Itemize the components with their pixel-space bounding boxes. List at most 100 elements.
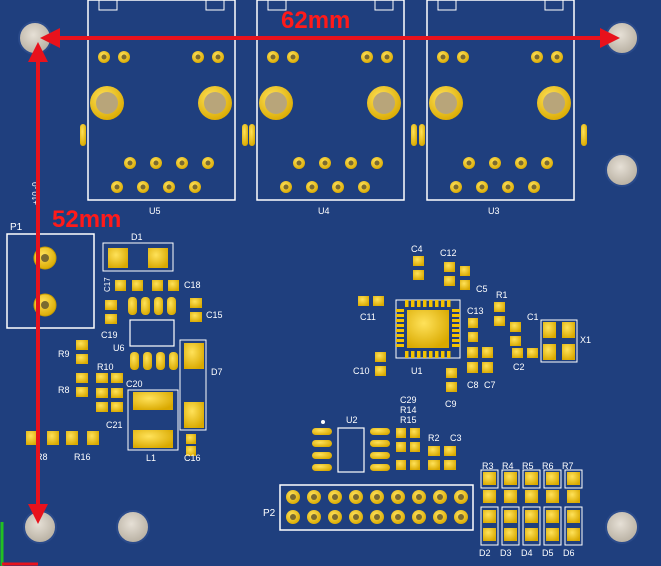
- rj-drill: [544, 160, 550, 166]
- rj-drill: [121, 54, 127, 60]
- u2-pin: [370, 428, 390, 435]
- u2-pin1-mark: [321, 420, 325, 424]
- p1-drill: [41, 254, 49, 262]
- rj-drill: [192, 184, 198, 190]
- p1-drill: [41, 301, 49, 309]
- u2-pin: [370, 464, 390, 471]
- smd-pad: [446, 368, 457, 378]
- resistor-outline: [522, 469, 541, 489]
- smd-pad: [132, 280, 143, 291]
- u1-pad: [435, 300, 439, 307]
- u6-label: U6: [113, 343, 125, 353]
- d7-pad: [184, 343, 204, 369]
- smd-pad: [546, 510, 559, 523]
- d2-label: D2: [479, 548, 491, 558]
- rj-tab: [205, 0, 225, 11]
- smd-pad: [76, 387, 88, 397]
- rj-mount-drill: [543, 92, 565, 114]
- u1-pad: [441, 300, 445, 307]
- c1-label: C1: [527, 312, 539, 322]
- c4-label: C4: [411, 244, 423, 254]
- r7-label: R7: [562, 461, 574, 471]
- connector-p2: P2: [263, 484, 474, 531]
- smd-pad: [444, 446, 456, 456]
- smd-pad: [186, 434, 196, 444]
- u6-pin: [141, 297, 150, 315]
- u2-pin: [370, 440, 390, 447]
- rj-drill: [309, 184, 315, 190]
- led-array: R3 R4 R5 R6 R7 D2 D3 D4 D5 D6: [479, 461, 583, 558]
- x1-label: X1: [580, 335, 591, 345]
- smd-pad: [428, 460, 440, 470]
- axis-indicator: [0, 522, 38, 566]
- rj-side-pad: [581, 124, 587, 146]
- mounting-hole: [605, 153, 639, 187]
- u1-pad: [411, 300, 415, 307]
- smd-pad: [468, 318, 478, 328]
- smd-pad: [483, 528, 496, 541]
- smd-pad: [567, 510, 580, 523]
- smd-pad: [413, 256, 424, 266]
- rj-drill: [384, 54, 390, 60]
- smd-pad: [460, 266, 470, 276]
- smd-pad: [115, 280, 126, 291]
- d7-label: D7: [211, 367, 223, 377]
- p2-drill: [290, 494, 296, 500]
- rj-tab: [544, 0, 564, 11]
- rj-label: U5: [149, 206, 161, 216]
- rj-outline: [87, 0, 236, 201]
- smd-pad: [375, 352, 386, 362]
- smd-pad: [76, 373, 88, 383]
- smd-pad: [105, 300, 117, 310]
- smd-pad: [168, 280, 179, 291]
- smd-pad: [525, 510, 538, 523]
- u1-pad: [452, 324, 460, 327]
- rj-drill: [101, 54, 107, 60]
- resistor-outline: [501, 469, 520, 489]
- smd-pad: [373, 296, 384, 306]
- smd-pad: [444, 460, 456, 470]
- d7-pad: [184, 402, 204, 428]
- u1-pad: [452, 319, 460, 322]
- rj-mount-drill: [96, 92, 118, 114]
- rj-drill: [440, 54, 446, 60]
- rj-side-pad: [411, 124, 417, 146]
- p2-outline: [279, 484, 474, 531]
- d1-label: D1: [131, 232, 143, 242]
- smd-pad: [567, 490, 580, 503]
- smd-pad: [410, 460, 420, 470]
- rj-mount-drill: [373, 92, 395, 114]
- rj-outline: [256, 0, 405, 201]
- c8-label: C8: [467, 380, 479, 390]
- c17-label: C17: [103, 277, 112, 292]
- rj-drill: [361, 184, 367, 190]
- rj-drill: [335, 184, 341, 190]
- u2-pin: [312, 452, 332, 459]
- smd-pad: [467, 347, 478, 358]
- p1-label: P1: [10, 222, 23, 233]
- u2-pin: [312, 440, 332, 447]
- c18-label: C18: [184, 280, 201, 290]
- led-pads: [480, 469, 583, 546]
- u6-pin: [154, 297, 163, 315]
- rj-connector: U3: [419, 0, 587, 216]
- smd-pad: [111, 402, 123, 412]
- rj-drill: [270, 54, 276, 60]
- p2-drill: [374, 514, 380, 520]
- rj-drill: [296, 160, 302, 166]
- u1-pad: [396, 329, 404, 332]
- d1-outline: [102, 242, 174, 272]
- u1-pad: [452, 314, 460, 317]
- smd-pad: [396, 460, 406, 470]
- p1-outline: [6, 233, 95, 329]
- p2-pins: [286, 490, 468, 524]
- smd-pad: [47, 431, 59, 445]
- p2-drill: [395, 494, 401, 500]
- u1-pad: [441, 351, 445, 358]
- p2-drill: [374, 494, 380, 500]
- smd-pad: [546, 490, 559, 503]
- rj-drill: [531, 184, 537, 190]
- r3-label: R3: [482, 461, 494, 471]
- smd-pad: [483, 490, 496, 503]
